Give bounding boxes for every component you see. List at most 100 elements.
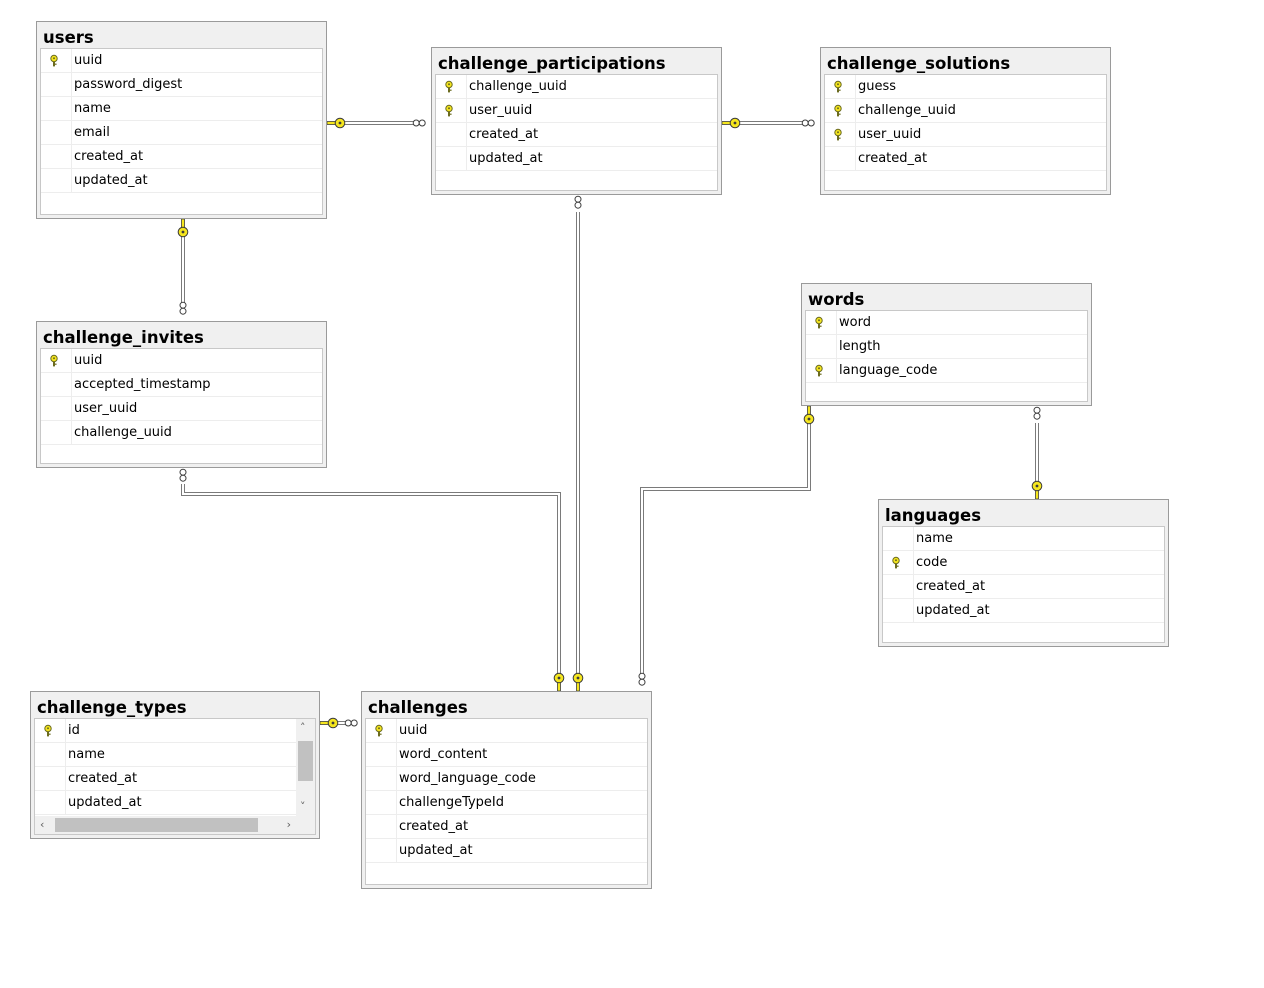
column-list: name code created_at updated_at bbox=[882, 526, 1165, 643]
column-row[interactable]: updated_at bbox=[366, 839, 647, 863]
primary-key-icon bbox=[812, 316, 826, 330]
column-name: name bbox=[74, 101, 111, 116]
column-name: name bbox=[68, 747, 105, 762]
column-name: code bbox=[916, 555, 948, 570]
column-name: challenge_uuid bbox=[74, 425, 172, 440]
column-row[interactable]: guess bbox=[825, 75, 1106, 99]
column-name: updated_at bbox=[68, 795, 142, 810]
column-name: uuid bbox=[399, 723, 428, 738]
column-row[interactable]: accepted_timestamp bbox=[41, 373, 322, 397]
column-row[interactable]: challengeTypeId bbox=[366, 791, 647, 815]
relationship-many-icon bbox=[179, 468, 187, 482]
column-name: challenge_uuid bbox=[858, 103, 956, 118]
scroll-right-icon[interactable]: › bbox=[286, 818, 291, 831]
rel-invites-challenges bbox=[181, 484, 561, 676]
column-row[interactable]: language_code bbox=[806, 359, 1087, 383]
column-name: uuid bbox=[74, 353, 103, 368]
column-row[interactable]: updated_at bbox=[41, 169, 322, 193]
column-name: created_at bbox=[469, 127, 539, 142]
primary-key-icon bbox=[41, 724, 55, 738]
column-row[interactable]: created_at bbox=[366, 815, 647, 839]
column-name: created_at bbox=[68, 771, 138, 786]
table-title: challenges bbox=[368, 698, 468, 717]
column-row[interactable]: word_language_code bbox=[366, 767, 647, 791]
relationship-many-icon bbox=[344, 719, 358, 727]
column-name: challengeTypeId bbox=[399, 795, 505, 810]
scroll-down-icon[interactable]: ˅ bbox=[300, 800, 306, 813]
column-row[interactable]: updated_at bbox=[35, 791, 296, 815]
scroll-up-icon[interactable]: ˄ bbox=[300, 721, 306, 734]
vertical-scrollbar[interactable]: ˄˅ bbox=[296, 719, 315, 816]
primary-key-icon bbox=[372, 724, 386, 738]
relationship-many-icon bbox=[179, 301, 187, 315]
column-row[interactable]: code bbox=[883, 551, 1164, 575]
column-name: updated_at bbox=[74, 173, 148, 188]
primary-key-icon bbox=[831, 104, 845, 118]
column-row[interactable]: user_uuid bbox=[825, 123, 1106, 147]
column-row[interactable]: email bbox=[41, 121, 322, 145]
scroll-thumb[interactable] bbox=[55, 818, 258, 832]
column-name: word_language_code bbox=[399, 771, 536, 786]
column-row[interactable]: uuid bbox=[366, 719, 647, 743]
column-name: word_content bbox=[399, 747, 488, 762]
column-row[interactable]: updated_at bbox=[436, 147, 717, 171]
relationship-many-icon bbox=[574, 195, 582, 209]
column-row[interactable]: created_at bbox=[825, 147, 1106, 171]
column-row[interactable]: name bbox=[41, 97, 322, 121]
column-row[interactable]: uuid bbox=[41, 49, 322, 73]
relationship-many-icon bbox=[638, 672, 646, 686]
column-row[interactable]: challenge_uuid bbox=[436, 75, 717, 99]
column-row[interactable]: challenge_uuid bbox=[825, 99, 1106, 123]
column-row[interactable]: name bbox=[35, 743, 296, 767]
primary-key-icon bbox=[442, 80, 456, 94]
primary-key-icon bbox=[47, 354, 61, 368]
relationship-one-key-icon bbox=[177, 218, 189, 238]
table-challenges[interactable]: challenges uuid word_content word_language_… bbox=[361, 691, 652, 889]
column-row[interactable]: user_uuid bbox=[41, 397, 322, 421]
column-name: language_code bbox=[839, 363, 938, 378]
column-row[interactable]: created_at bbox=[883, 575, 1164, 599]
column-name: updated_at bbox=[916, 603, 990, 618]
column-row[interactable]: updated_at bbox=[883, 599, 1164, 623]
column-row[interactable]: uuid bbox=[41, 349, 322, 373]
primary-key-icon bbox=[889, 556, 903, 570]
column-row[interactable]: word bbox=[806, 311, 1087, 335]
column-name: created_at bbox=[399, 819, 469, 834]
column-name: user_uuid bbox=[469, 103, 533, 118]
column-name: accepted_timestamp bbox=[74, 377, 211, 392]
relationship-one-key-icon bbox=[319, 717, 339, 729]
table-title: users bbox=[43, 28, 94, 47]
scroll-left-icon[interactable]: ‹ bbox=[40, 818, 45, 831]
rel-words-challenges bbox=[640, 424, 811, 674]
primary-key-icon bbox=[831, 128, 845, 142]
column-row[interactable]: word_content bbox=[366, 743, 647, 767]
table-title: challenge_types bbox=[37, 698, 187, 717]
column-name: user_uuid bbox=[858, 127, 922, 142]
column-row[interactable]: user_uuid bbox=[436, 99, 717, 123]
column-name: created_at bbox=[74, 149, 144, 164]
column-row[interactable]: length bbox=[806, 335, 1087, 359]
column-name: created_at bbox=[858, 151, 928, 166]
column-row[interactable]: name bbox=[883, 527, 1164, 551]
column-row[interactable]: created_at bbox=[436, 123, 717, 147]
column-row[interactable]: created_at bbox=[35, 767, 296, 791]
scroll-thumb[interactable] bbox=[298, 741, 313, 781]
column-row[interactable]: id bbox=[35, 719, 296, 743]
horizontal-scrollbar[interactable]: ‹› bbox=[35, 816, 315, 834]
column-name: id bbox=[68, 723, 80, 738]
column-name: name bbox=[916, 531, 953, 546]
table-title: words bbox=[808, 290, 865, 309]
column-row[interactable]: created_at bbox=[41, 145, 322, 169]
column-name: password_digest bbox=[74, 77, 183, 92]
column-row[interactable]: challenge_uuid bbox=[41, 421, 322, 445]
column-row[interactable]: password_digest bbox=[41, 73, 322, 97]
